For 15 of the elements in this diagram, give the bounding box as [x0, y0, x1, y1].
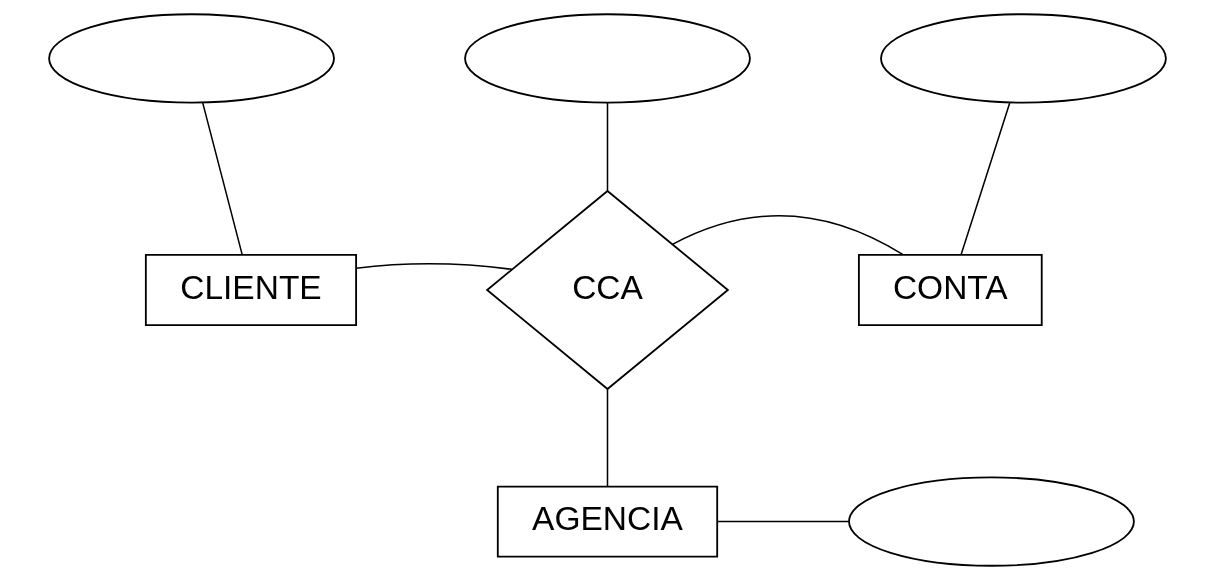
connector — [202, 102, 243, 256]
node-ellipse — [464, 13, 751, 104]
node-diamond: CCA — [485, 189, 730, 391]
node-box: CLIENTE — [144, 254, 357, 326]
connector — [355, 262, 513, 271]
connector — [960, 102, 1011, 256]
connector — [606, 388, 609, 488]
node-ellipse — [48, 13, 335, 104]
node-box: AGENCIA — [496, 485, 719, 558]
node-box: CONTA — [858, 254, 1043, 326]
connector — [671, 215, 904, 256]
node-ellipse — [848, 476, 1135, 567]
node-ellipse — [880, 13, 1167, 104]
connector — [716, 520, 850, 523]
connector — [606, 102, 609, 192]
